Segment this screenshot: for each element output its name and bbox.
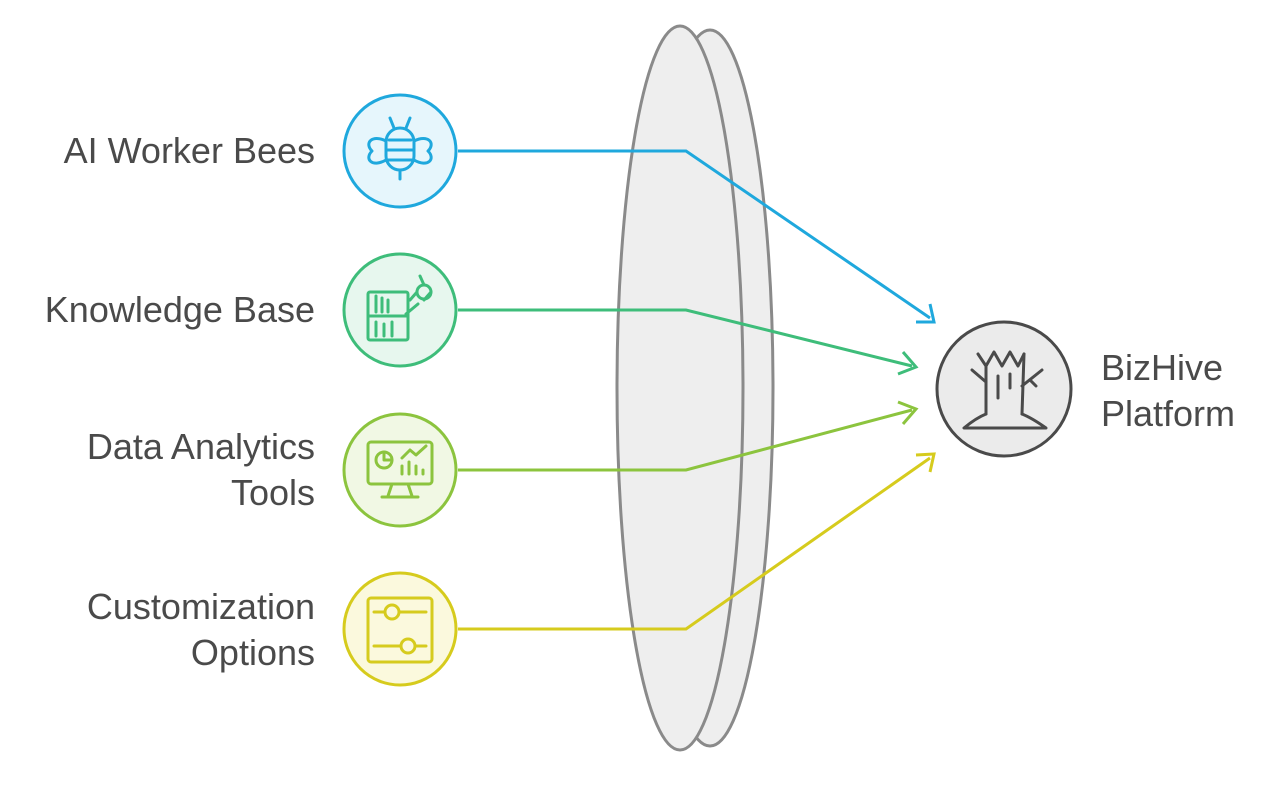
connectors [458,149,936,631]
label-bizhive-platform: BizHive Platform [1101,345,1235,437]
arrowhead-kb [897,351,919,376]
connector-custom [458,456,931,631]
bookshelf-icon [366,274,433,342]
connector-analytics [458,408,913,472]
label-bizhive-platform-line-2: Platform [1101,393,1236,434]
arrowhead-bees [916,303,936,324]
node-ai-worker-bees [342,93,458,209]
tree-stump-icon [962,350,1048,430]
label-knowledge-base: Knowledge Base [45,287,315,333]
node-circle-custom [342,571,458,687]
monitor-chart-icon [366,440,434,499]
node-knowledge-base [342,252,458,368]
label-ai-worker-bees-line-1: AI Worker Bees [63,130,315,171]
node-customization-options [342,571,458,687]
label-data-analytics-tools-line-2: Tools [230,472,315,513]
sliders-icon [366,596,434,664]
label-data-analytics-tools-line-1: Data Analytics [86,426,315,467]
label-customization-options-line-1: Customization [86,586,315,627]
node-bizhive-platform [935,320,1073,458]
connector-kb [458,308,913,368]
lens-front [615,24,745,752]
node-circle-analytics [342,412,458,528]
bee-icon [367,116,433,181]
connector-bees [458,149,931,320]
label-bizhive-platform-line-1: BizHive [1101,347,1224,388]
node-circle-kb [342,252,458,368]
label-customization-options-line-2: Options [190,632,315,673]
label-customization-options: Customization Options [87,584,315,676]
node-circle-target [935,320,1073,458]
arrowhead-custom [915,452,936,473]
label-data-analytics-tools: Data Analytics Tools [87,424,315,516]
arrowhead-analytics [897,400,919,425]
node-data-analytics-tools [342,412,458,528]
label-ai-worker-bees: AI Worker Bees [64,128,315,174]
label-knowledge-base-line-1: Knowledge Base [44,289,315,330]
lens [615,24,775,752]
